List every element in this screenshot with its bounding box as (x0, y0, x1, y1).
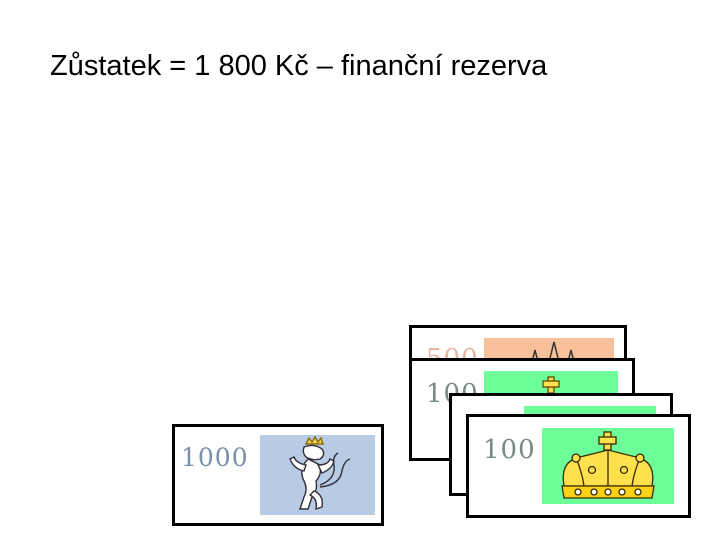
banknote-100-third-panel (542, 428, 674, 504)
czech-lion-icon (289, 435, 351, 511)
banknote-100-third-value: 100 (483, 435, 536, 465)
crown-icon (561, 431, 655, 499)
banknote-100-third: 100 (466, 414, 691, 518)
slide-title: Zůstatek = 1 800 Kč – finanční rezerva (50, 50, 548, 82)
banknote-1000: 1000 (172, 424, 384, 526)
banknote-1000-value: 1000 (181, 443, 249, 472)
banknote-1000-panel (260, 435, 375, 515)
